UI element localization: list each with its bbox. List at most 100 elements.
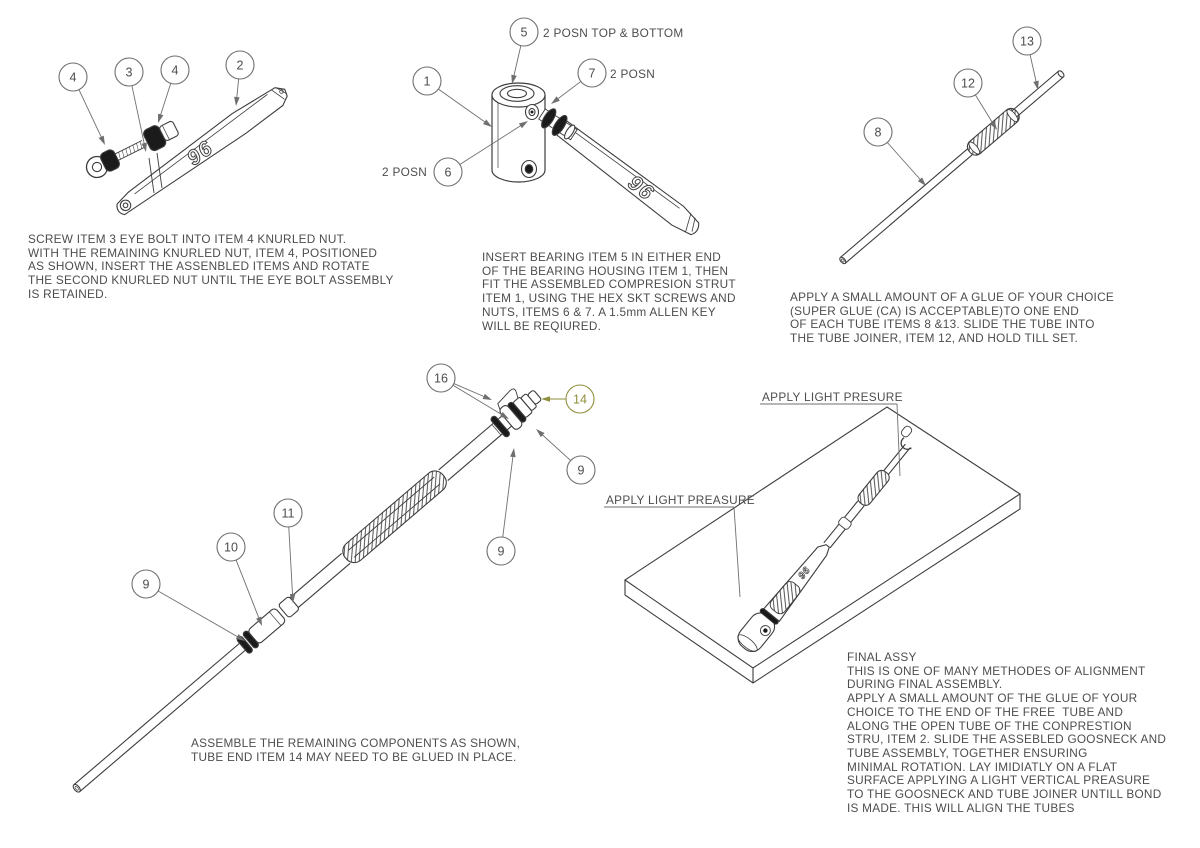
callout-item-13: 13	[1012, 26, 1042, 90]
upper-tube	[438, 414, 513, 481]
figure-remaining-components	[72, 388, 542, 793]
callout-number: 13	[1020, 35, 1034, 49]
callout-number: 12	[961, 77, 975, 91]
note-step-4: ASSEMBLE THE REMAINING COMPONENTS AS SHO…	[191, 736, 521, 764]
callout-item-1: 1	[412, 66, 492, 127]
callout-balloon	[1012, 26, 1042, 56]
bearing-housing-item-1	[491, 82, 546, 183]
callout-item-16: 16	[426, 363, 509, 419]
callout-item-8: 8	[863, 117, 926, 186]
tube-end-item-14	[513, 390, 542, 418]
callout-number: 1	[424, 75, 431, 89]
diagram-label: APPLY LIGHT PRESURE	[762, 390, 903, 404]
diagram-label: APPLY LIGHT PREASURE	[606, 493, 755, 507]
callout-number: 6	[445, 166, 452, 180]
tube-8-open-end	[839, 256, 847, 265]
callout-number: 2	[237, 59, 244, 73]
callout-number: 10	[224, 541, 238, 555]
callout-item-9: 9	[131, 569, 245, 641]
callout-number: 14	[573, 393, 587, 407]
lower-tube	[73, 642, 246, 793]
gooseneck-hook	[900, 437, 912, 450]
callout-number: 4	[70, 71, 77, 85]
callout-item-12: 12	[953, 68, 997, 130]
ring-item-9	[490, 415, 510, 438]
figure-tube-joining	[839, 70, 1065, 265]
callout-balloon	[863, 117, 893, 147]
callout-balloon	[160, 55, 190, 85]
note-step-3: APPLY A SMALL AMOUNT OF A GLUE OF YOUR C…	[790, 290, 1114, 346]
mid-tube	[289, 553, 351, 608]
annotations-final-assembly: APPLY LIGHT PRESURE APPLY LIGHT PREASURE	[604, 390, 903, 598]
callout-balloon	[577, 58, 607, 88]
grip-section	[342, 470, 447, 564]
note-step-1: SCREW ITEM 3 EYE BOLT INTO ITEM 4 KNURLE…	[28, 232, 394, 301]
diagram-label: 2 POSN	[382, 165, 427, 179]
oring-shaft	[538, 108, 578, 141]
figure-eye-bolt-assembly: 96	[85, 87, 288, 216]
callout-balloon	[565, 384, 595, 414]
eye-bolt-item-3	[85, 120, 179, 179]
callout-balloon	[509, 17, 539, 47]
knurled-nut-item-4	[99, 149, 120, 172]
callout-balloon	[433, 157, 463, 187]
joiner-on-plate	[857, 469, 890, 506]
callout-balloon	[486, 536, 516, 566]
figure-compression-strut: 96	[491, 82, 700, 236]
callout-balloon	[225, 50, 255, 80]
callout-item-7: 7	[551, 58, 607, 104]
callout-balloon	[426, 363, 456, 393]
note-step-2: INSERT BEARING ITEM 5 IN EITHER END OF T…	[482, 250, 736, 333]
callout-number: 9	[578, 464, 585, 478]
callout-balloon	[953, 68, 983, 98]
annotation-overlay: 4 3 4 2 2 POSN TOP & BOTTOM 2 POSN 2 POSN 1 5 7 6 1…	[58, 17, 1042, 641]
strut-item-2: 96	[116, 87, 288, 216]
bearing-item-5	[499, 85, 535, 102]
annotations-tube-joining: 13 12 8	[863, 26, 1042, 186]
ring-item-11	[278, 596, 300, 618]
tube-open-end	[72, 783, 81, 793]
tube-joiner-item-12	[966, 107, 1020, 156]
ring-item-9	[242, 630, 259, 649]
annotations-remaining-components: 16 14 9 9 11 10 9	[131, 363, 596, 641]
callout-item-9: 9	[536, 429, 596, 485]
callout-balloon	[114, 57, 144, 87]
callout-item-6: 6	[433, 121, 528, 187]
callout-number: 3	[126, 66, 133, 80]
callout-number: 7	[589, 67, 596, 81]
diagram-label: 2 POSN	[610, 67, 655, 81]
callout-number: 9	[498, 545, 505, 559]
callout-balloon	[412, 66, 442, 96]
clevis-link	[148, 152, 163, 194]
figure-final-assembly: 96	[624, 406, 1022, 684]
callout-number: 8	[875, 126, 882, 140]
callout-item-5: 5	[509, 17, 539, 84]
callout-number: 5	[521, 26, 528, 40]
annotations-eye-bolt-assembly: 4 3 4 2	[58, 50, 255, 152]
diagram-label: 2 POSN TOP & BOTTOM	[543, 26, 684, 40]
flange	[499, 405, 523, 430]
assembled-unit: 96	[737, 425, 913, 653]
callout-item-4: 4	[158, 55, 190, 123]
callout-balloon	[131, 569, 161, 599]
callout-item-10: 10	[216, 532, 262, 626]
callout-item-11: 11	[273, 498, 303, 603]
callout-item-4: 4	[58, 62, 105, 145]
callout-number: 16	[434, 372, 448, 386]
callout-balloon	[273, 498, 303, 528]
callout-balloon	[216, 532, 246, 562]
tube-item-13	[1011, 70, 1064, 118]
callout-item-14: 14	[541, 384, 595, 414]
callout-balloon	[566, 455, 596, 485]
callout-item-2: 2	[225, 50, 255, 106]
callout-number: 11	[282, 507, 295, 521]
surface-plate	[624, 406, 1022, 684]
note-final-assy: FINAL ASSY THIS IS ONE OF MANY METHODES …	[847, 650, 1167, 815]
callout-item-3: 3	[114, 57, 147, 152]
callout-item-9: 9	[486, 448, 516, 566]
tube-item-8	[839, 148, 973, 264]
annotations-compression-strut: 2 POSN TOP & BOTTOM 2 POSN 2 POSN 1 5 7 6	[382, 17, 684, 187]
callout-balloon	[58, 62, 88, 92]
